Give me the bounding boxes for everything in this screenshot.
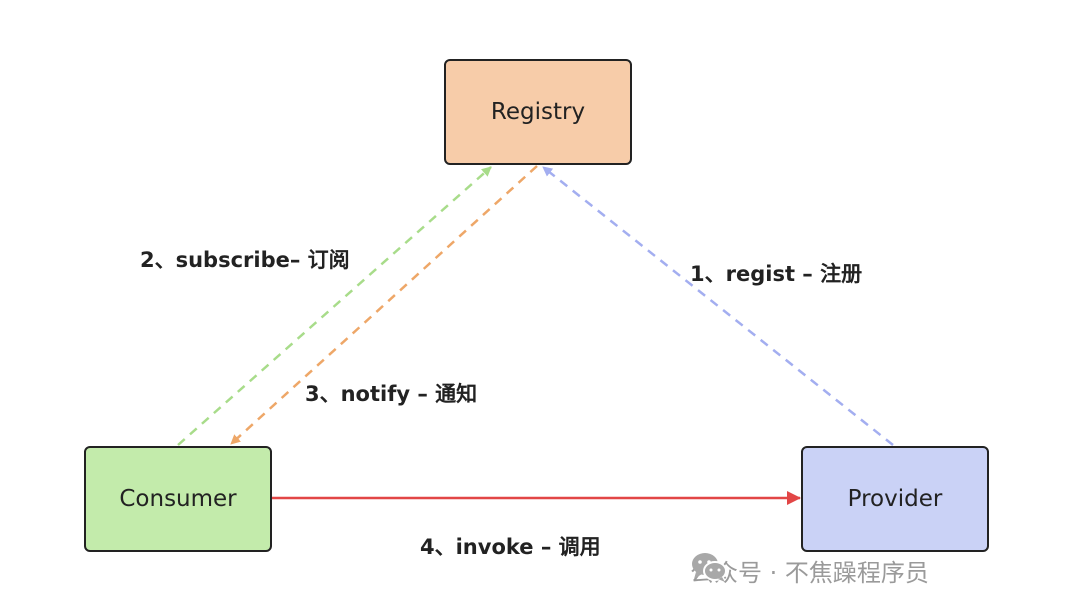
watermark: 公众号 · 不焦躁程序员	[690, 550, 929, 590]
provider-node: Provider	[801, 446, 989, 552]
subscribe-arrow	[177, 166, 492, 446]
registry-node: Registry	[444, 59, 632, 165]
regist-arrow	[542, 166, 894, 446]
notify-arrow	[230, 165, 538, 445]
invoke-label: 4、invoke – 调用	[420, 535, 601, 559]
consumer-node: Consumer	[84, 446, 272, 552]
wechat-icon	[692, 553, 727, 582]
regist-label: 1、regist – 注册	[690, 262, 863, 286]
notify-label: 3、notify – 通知	[305, 382, 478, 406]
watermark-text: 公众号 · 不焦躁程序员	[690, 558, 929, 587]
subscribe-label: 2、subscribe– 订阅	[140, 248, 350, 272]
